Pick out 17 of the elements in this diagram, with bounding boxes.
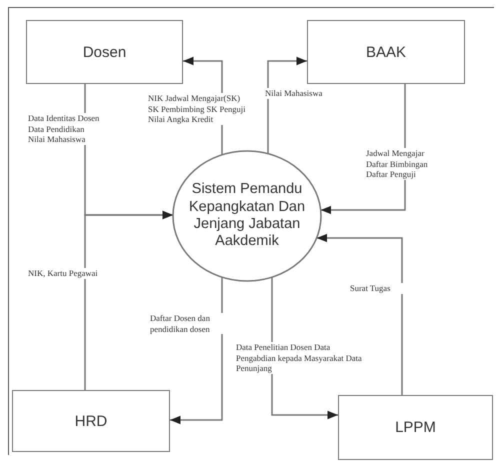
- node-label: BAAK: [366, 44, 406, 60]
- entity-box: [307, 20, 465, 84]
- process-ellipse: [172, 150, 322, 282]
- flow-arrow: [316, 234, 403, 395]
- flow-arrow: [84, 210, 173, 390]
- flow-arrow: [170, 277, 223, 424]
- edge-label: Data Identitas Dosen Data Pendidikan Nilai Mahasiswa: [28, 113, 102, 145]
- node-label: Sistem Pemandu Kepangkatan Dan Jenjang Jabatan Aakdemik: [188, 181, 306, 251]
- edge-label: Daftar Dosen dan pendidikan dosen: [150, 313, 225, 334]
- node-label: HRD: [74, 412, 108, 430]
- flow-arrow: [267, 56, 307, 154]
- entity-box: [26, 20, 183, 84]
- entity-box: [12, 390, 170, 452]
- entity-box: [338, 395, 493, 460]
- edge-label: NIK Jadwal Mengajar(SK) SK Pembimbing SK Penguji Nilai Angka Kredit: [148, 93, 248, 125]
- node-label: LPPM: [395, 419, 436, 436]
- node-label: Dosen: [82, 44, 126, 60]
